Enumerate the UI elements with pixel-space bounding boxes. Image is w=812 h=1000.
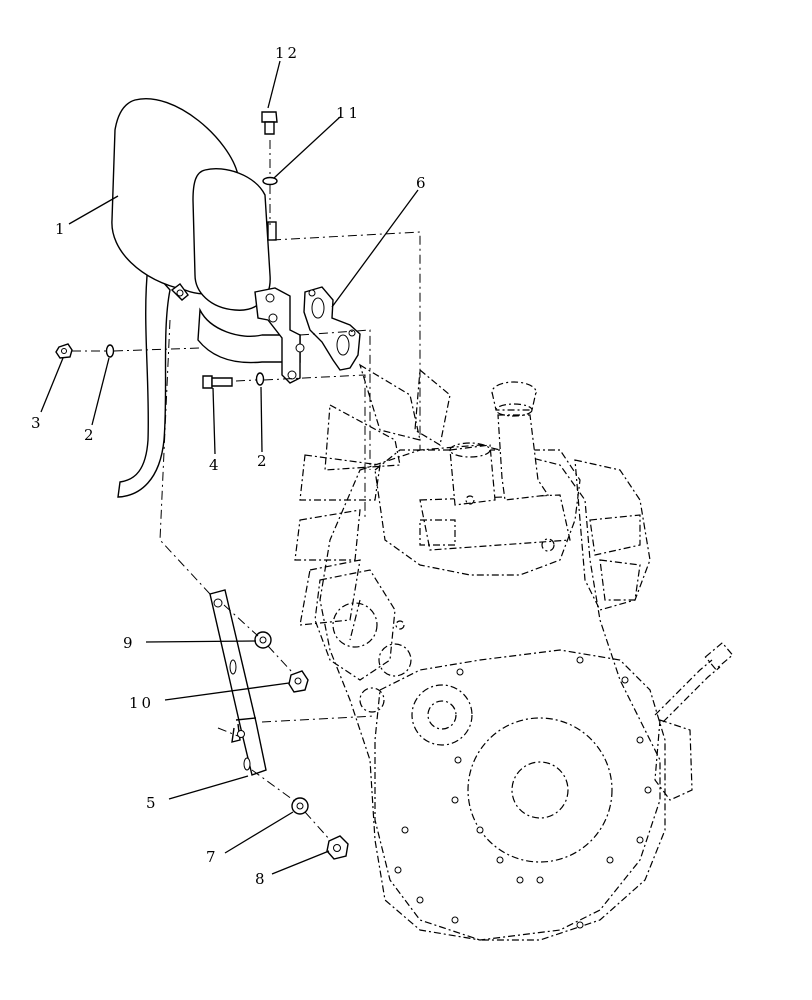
nut-8[interactable] [326, 835, 349, 860]
support-bracket[interactable] [209, 589, 267, 776]
callout-6: 6 [416, 174, 429, 192]
callout-12: 12 [275, 44, 300, 62]
washer-9[interactable] [254, 631, 272, 649]
callout-2-right: 2 [257, 452, 270, 470]
muffler[interactable] [111, 98, 301, 498]
callout-3: 3 [31, 414, 44, 432]
callout-5: 5 [146, 794, 159, 812]
callout-10: 10 [129, 694, 154, 712]
washer-11[interactable] [262, 176, 278, 186]
callout-11: 11 [336, 104, 361, 122]
callout-7: 7 [206, 848, 219, 866]
bolt-12[interactable] [261, 111, 278, 135]
washer-7[interactable] [291, 797, 309, 815]
assembly-centerlines [72, 140, 421, 841]
callout-2-left: 2 [84, 426, 97, 444]
cover-bolt-holes [394, 656, 652, 929]
gasket[interactable] [303, 286, 361, 371]
exhaust-flange[interactable] [254, 287, 305, 384]
lockwasher-2-left[interactable] [105, 344, 115, 358]
nut-10[interactable] [288, 670, 309, 693]
nut-3[interactable] [55, 343, 73, 359]
bolt-4[interactable] [202, 375, 233, 389]
callout-9: 9 [123, 634, 136, 652]
engine-block-outline [294, 363, 734, 941]
callout-4: 4 [209, 456, 222, 474]
callout-1: 1 [55, 220, 68, 238]
lockwasher-2-right[interactable] [255, 372, 265, 386]
leader-lines [40, 60, 419, 875]
callout-labels: 1 12 11 6 3 2 4 2 9 10 5 7 8 [31, 44, 429, 888]
callout-8: 8 [255, 870, 268, 888]
